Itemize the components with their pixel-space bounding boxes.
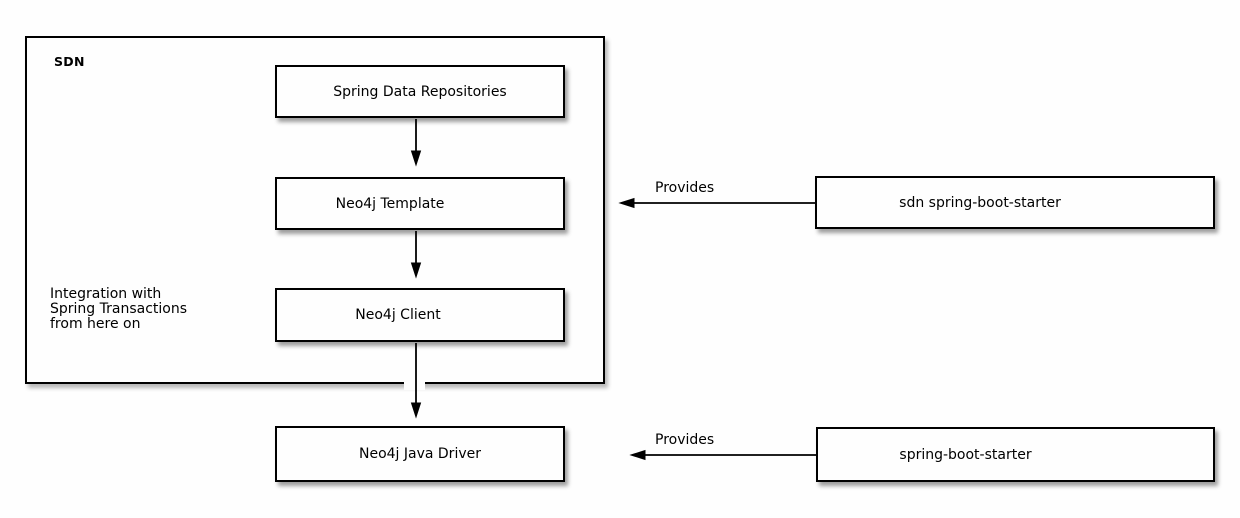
arrow-spring-boot-starter-provides <box>629 449 816 461</box>
node-label: Neo4j Java Driver <box>358 446 481 462</box>
package-border-gap <box>404 380 425 390</box>
node-label: Spring Data Repositories <box>333 83 507 100</box>
node-neo4j-template: Neo4j Template <box>275 177 565 230</box>
node-label: Neo4j Client <box>355 307 441 323</box>
node-label: Neo4j Template <box>335 195 445 212</box>
integration-note: Integration with Spring Transactions fro… <box>50 286 188 332</box>
node-spring-data-repositories: Spring Data Repositories <box>275 65 565 118</box>
edge-label-provides-bottom: Provides <box>655 432 715 448</box>
node-label: spring-boot-starter <box>899 446 1032 463</box>
node-label: sdn spring-boot-starter <box>899 194 1061 211</box>
node-neo4j-java-driver: Neo4j Java Driver <box>275 426 565 482</box>
node-spring-boot-starter: spring-boot-starter <box>816 427 1215 482</box>
node-sdn-spring-boot-starter: sdn spring-boot-starter <box>815 176 1215 229</box>
node-neo4j-client: Neo4j Client <box>275 288 565 342</box>
arrow-sdn-starter-provides <box>618 197 815 209</box>
sdn-package-label: SDN <box>54 54 85 69</box>
edge-label-provides-top: Provides <box>655 180 715 196</box>
